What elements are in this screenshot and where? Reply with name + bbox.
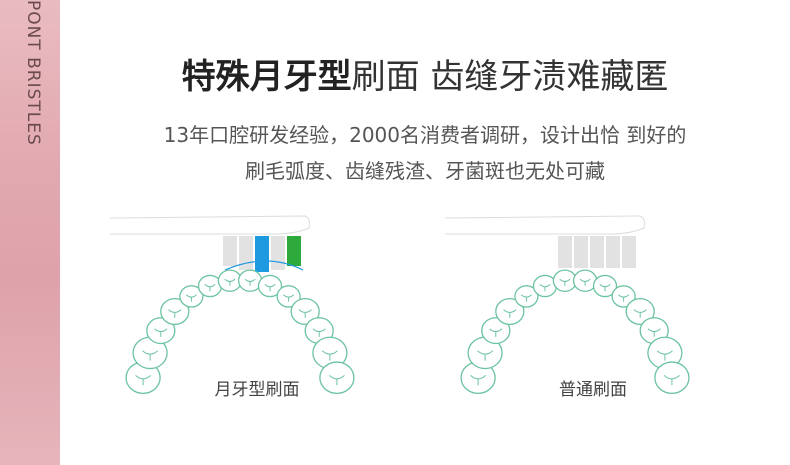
bristle-tuft: [574, 236, 588, 268]
tooth-groove: [298, 309, 312, 318]
bristle-tuft: [271, 236, 285, 270]
tooth-groove: [321, 350, 338, 361]
bristle-group-right: [558, 236, 636, 268]
tooth-groove: [656, 350, 673, 361]
tooth-groove: [154, 328, 168, 337]
title-bold: 特殊月牙型: [181, 57, 352, 97]
side-decor-band: PONT BRISTLES: [0, 0, 60, 465]
tooth-groove: [520, 294, 532, 302]
tooth-groove: [204, 284, 216, 292]
crescent-brush-diagram: [105, 210, 375, 420]
tooth: [625, 297, 655, 326]
regular-brush-illustration: [444, 215, 690, 394]
regular-brush-diagram: [440, 210, 710, 420]
tooth-groove: [559, 278, 571, 286]
page-title: 特殊月牙型刷面 齿缝牙渍难藏匿: [60, 55, 790, 99]
tooth-groove: [224, 278, 236, 286]
tooth-groove: [539, 284, 551, 292]
tooth: [179, 285, 204, 308]
tooth: [611, 285, 636, 308]
brush-handle-left: [109, 215, 310, 235]
tooth: [276, 285, 301, 308]
tooth: [160, 297, 190, 326]
bristle-tuft: [287, 236, 301, 266]
tooth-groove: [599, 284, 611, 292]
bristle-tuft: [223, 236, 237, 266]
bristle-tuft: [606, 236, 620, 268]
title-light: 刷面 齿缝牙渍难藏匿: [351, 57, 669, 97]
caption-crescent: 月牙型刷面: [214, 380, 300, 400]
subtitle-line-2: 刷毛弧度、齿缝残渣、牙菌斑也无处可藏: [245, 159, 605, 183]
side-label: PONT BRISTLES: [23, 0, 43, 146]
tooth-groove: [470, 375, 487, 386]
tooth: [146, 317, 176, 345]
tooth-groove: [264, 284, 276, 292]
tooth: [319, 361, 355, 394]
tooth: [592, 274, 618, 298]
tooth-groove: [618, 294, 630, 302]
tooth-groove: [185, 294, 197, 302]
crescent-curve: [224, 260, 304, 271]
bristle-tuft: [558, 236, 572, 268]
tooth: [257, 274, 283, 298]
bristle-tuft: [239, 236, 253, 270]
subtitle-line-1: 13年口腔研发经验，2000名消费者调研，设计出恰 到好的: [163, 123, 687, 147]
tooth: [514, 285, 539, 308]
tooth-groove: [312, 328, 326, 337]
tooth-groove: [477, 350, 494, 361]
tooth: [481, 317, 511, 345]
bristle-tuft: [255, 236, 269, 272]
bristle-tuft: [622, 236, 636, 268]
tooth-groove: [663, 375, 680, 386]
tooth: [217, 269, 243, 292]
tooth: [290, 297, 320, 326]
brush-handle-right: [444, 215, 645, 235]
tooth-groove: [283, 294, 295, 302]
tooth-groove: [647, 328, 661, 337]
tooth-groove: [142, 350, 159, 361]
tooth-groove: [244, 278, 256, 286]
tooth-groove: [503, 309, 517, 318]
tooth-groove: [135, 375, 152, 386]
tooth-groove: [328, 375, 345, 386]
tooth: [495, 297, 525, 326]
tooth-arch-right: [460, 269, 690, 394]
tooth-groove: [633, 309, 647, 318]
tooth-groove: [579, 278, 591, 286]
bristle-tuft: [590, 236, 604, 268]
crescent-brush-illustration: [109, 215, 355, 394]
tooth: [654, 361, 690, 394]
tooth-groove: [168, 309, 182, 318]
tooth-arch-left: [125, 269, 355, 394]
caption-regular: 普通刷面: [559, 380, 627, 400]
tooth-groove: [489, 328, 503, 337]
